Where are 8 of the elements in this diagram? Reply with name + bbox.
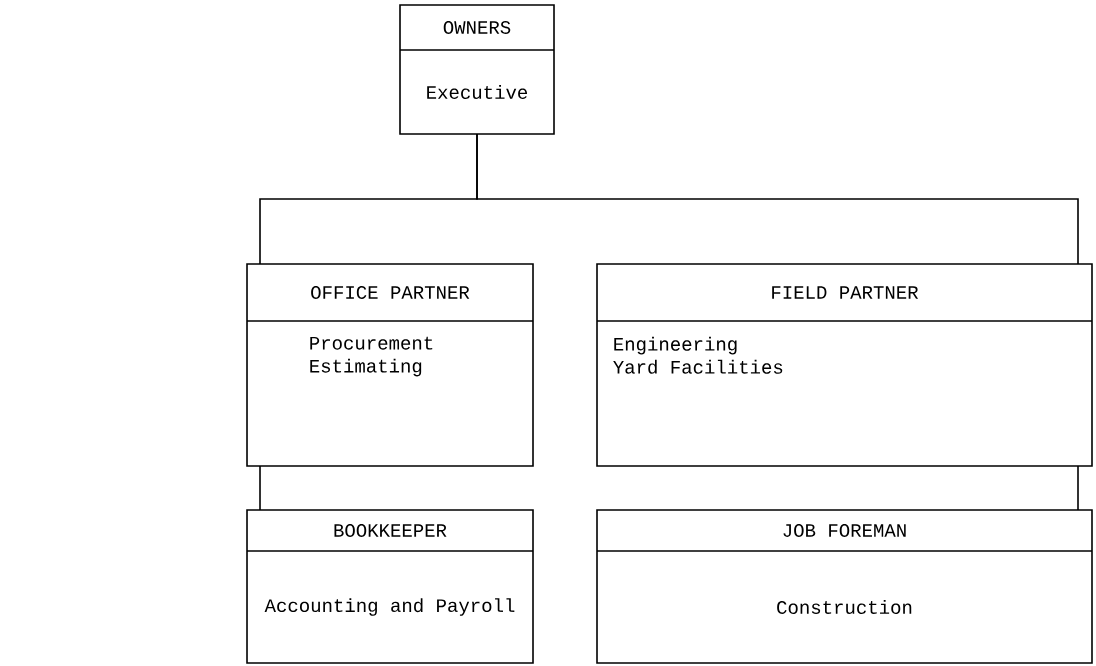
org-box: BOOKKEEPER Accounting and Payroll xyxy=(246,509,534,664)
org-box: FIELD PARTNER Engineering Yard Facilities xyxy=(596,263,1093,467)
org-box: JOB FOREMAN Construction xyxy=(596,509,1093,664)
org-box: OFFICE PARTNER Procurement Estimating xyxy=(246,263,534,467)
org-box: OWNERS Executive xyxy=(399,4,555,135)
connector-line xyxy=(1077,465,1079,511)
connector-line xyxy=(476,133,1079,265)
connector-line xyxy=(259,465,261,511)
